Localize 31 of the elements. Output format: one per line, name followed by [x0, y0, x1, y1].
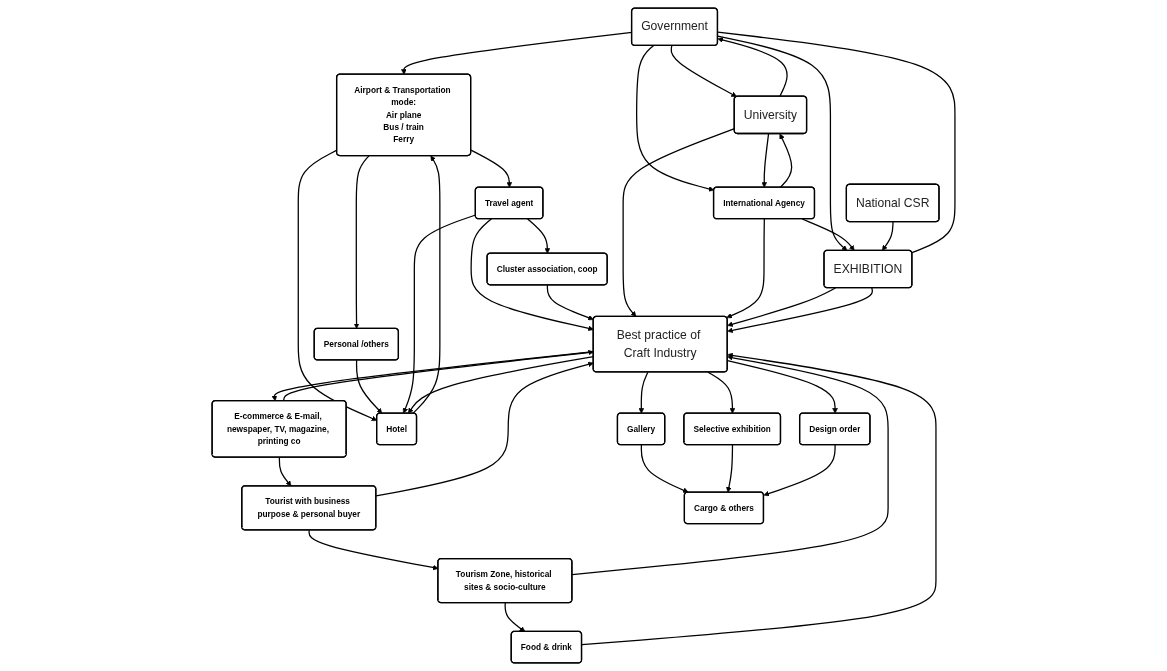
- arrow: [402, 214, 477, 414]
- arrow: [640, 444, 689, 493]
- arrow: [881, 221, 894, 251]
- arrow: [526, 218, 551, 254]
- arrow: [727, 287, 837, 327]
- arrow: [779, 133, 793, 189]
- arrow: [470, 218, 594, 332]
- arrow: [504, 602, 526, 632]
- arrow: [763, 444, 836, 497]
- arrow: [717, 37, 788, 98]
- arrow: [470, 149, 513, 188]
- arrow: [726, 218, 765, 319]
- connector: [717, 31, 956, 254]
- arrow: [278, 456, 292, 487]
- arrow: [412, 155, 441, 414]
- arrow: [801, 218, 855, 251]
- arrow: [707, 371, 736, 414]
- arrow: [636, 45, 715, 192]
- arrow: [727, 287, 873, 333]
- arrow: [375, 361, 594, 497]
- arrow: [355, 359, 383, 414]
- arrow: [726, 444, 734, 493]
- arrow: [581, 352, 937, 646]
- arrow: [638, 371, 649, 414]
- arrow: [670, 45, 737, 97]
- arrow: [353, 155, 370, 329]
- arrow: [571, 354, 889, 576]
- flowchart: Government Airport & Transportation mode: Air plane Bus / train Ferry University Travel agent International Agency National CSR Cluster association, coop EXHIBITION Best practice of Craft Industry Personal /others E-commerce & E-mail, newspaper, TV, magazine, printing co Hotel Gallery Selective exhibition Design order Tourist with business purpose & personal buyer Cargo & others Tourism Zone, historical sites & socio-culture Food & drink: [206, 3, 960, 668]
- arrow: [717, 35, 848, 251]
- arrow: [761, 133, 770, 188]
- arrow: [546, 284, 594, 321]
